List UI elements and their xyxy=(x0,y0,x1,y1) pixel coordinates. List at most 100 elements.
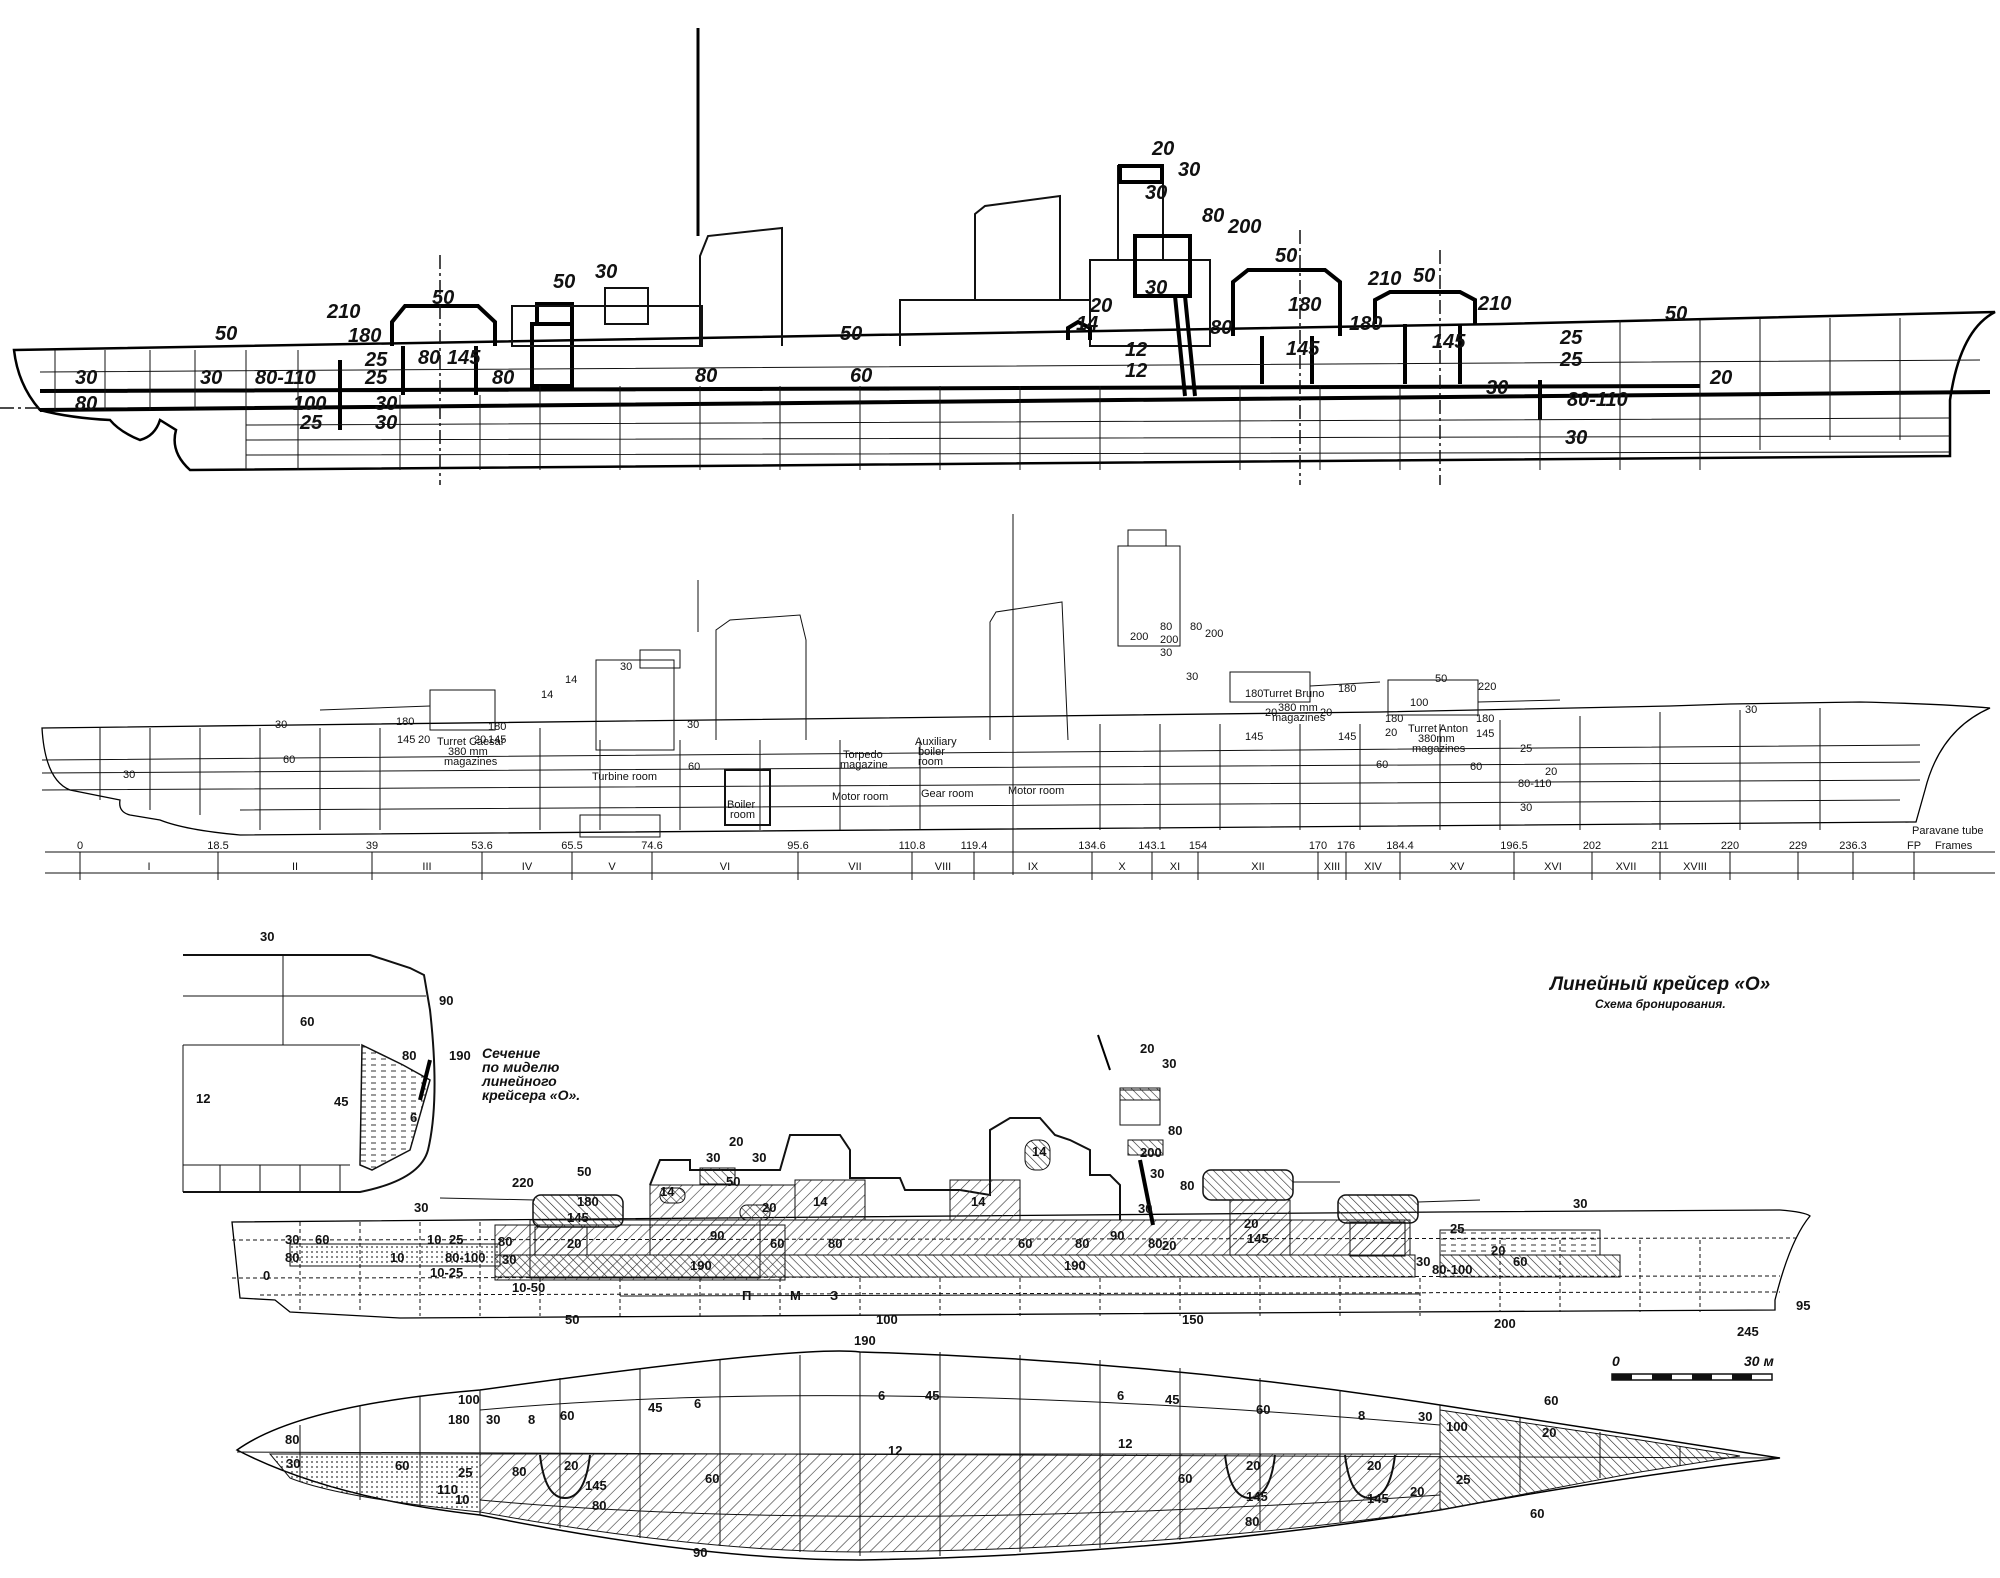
pmz-letter: М xyxy=(790,1288,801,1303)
armor-thickness-label: 20 xyxy=(1244,1216,1258,1231)
armor-thickness-label: 60 xyxy=(1530,1506,1544,1521)
frame-label: 220 xyxy=(1721,840,1739,852)
armor-thickness-label: 50 xyxy=(577,1164,591,1179)
frame-label: 143.1 xyxy=(1138,840,1166,852)
armor-thickness-label: 30 xyxy=(595,261,617,283)
armor-thickness-label: 20 xyxy=(1367,1458,1381,1473)
frame-label: 184.4 xyxy=(1386,840,1414,852)
armor-thickness-label: 190 xyxy=(690,1258,712,1273)
compartment-label: Turret Bruno xyxy=(1263,688,1324,700)
compartment-number: XI xyxy=(1170,861,1180,873)
armor-thickness-label: 145 xyxy=(1476,728,1494,740)
frame-label: 18.5 xyxy=(207,840,228,852)
armor-thickness-label: 80 xyxy=(1210,317,1232,339)
frame-label: 95.6 xyxy=(787,840,808,852)
armor-thickness-label: 80 xyxy=(1168,1123,1182,1138)
section-caption-line: Сечение xyxy=(482,1045,541,1061)
armor-thickness-label: 50 xyxy=(1275,245,1297,267)
armor-thickness-label: 210 xyxy=(1367,268,1401,290)
turret-3-fwd-a xyxy=(1337,1194,1419,1224)
compartment-number: II xyxy=(292,861,298,873)
armor-thickness-label: 30 xyxy=(414,1200,428,1215)
frame-label: 53.6 xyxy=(471,840,492,852)
frame-label: 196.5 xyxy=(1500,840,1528,852)
compartment-label: Paravane tube xyxy=(1912,825,1984,837)
armor-thickness-label: 180 xyxy=(1476,713,1494,725)
armor-thickness-label: 180 xyxy=(1245,688,1263,700)
armor-thickness-label: 30 xyxy=(1565,427,1587,449)
armor-thickness-label: 45 xyxy=(648,1400,662,1415)
armor-thickness-label: 100 xyxy=(876,1312,898,1327)
armor-thickness-label: 30 xyxy=(1145,182,1167,204)
armor-thickness-label: 145 xyxy=(1246,1489,1268,1504)
armor-thickness-label: 14 xyxy=(660,1184,675,1199)
armor-thickness-label: 12 xyxy=(1118,1436,1132,1451)
armor-thickness-label: 80 xyxy=(828,1236,842,1251)
armor-thickness-label: 30 xyxy=(1150,1166,1164,1181)
pmz-letter: З xyxy=(830,1288,838,1303)
frame-label: FP xyxy=(1907,840,1921,852)
armor-thickness-label: 50 xyxy=(1413,265,1435,287)
armor-thickness-label: 25 xyxy=(364,367,388,389)
frame-label: 134.6 xyxy=(1078,840,1106,852)
turret-3-fwd-b xyxy=(1202,1169,1294,1201)
armor-thickness-label: 60 xyxy=(1256,1402,1270,1417)
armor-thickness-label: 220 xyxy=(512,1175,534,1190)
armor-thickness-label: 80 xyxy=(402,1048,416,1063)
armor-thickness-label: 200 xyxy=(1160,634,1178,646)
armor-thickness-label: 30 xyxy=(285,1232,299,1247)
armor-thickness-label: 145 xyxy=(397,734,415,746)
compartment-number: IX xyxy=(1028,861,1039,873)
armor-thickness-label: 20 xyxy=(567,1236,581,1251)
frame-label: 176 xyxy=(1337,840,1355,852)
armor-thickness-label: 145 xyxy=(447,347,481,369)
armor-thickness-label: 60 xyxy=(850,365,872,387)
scale-bar: 0 30 м xyxy=(1611,1353,1774,1381)
armor-thickness-label: 200 xyxy=(1227,216,1261,238)
armor-thickness-label: 145 xyxy=(1245,731,1263,743)
armor-thickness-label: 150 xyxy=(1182,1312,1204,1327)
armor-thickness-label: 90 xyxy=(693,1545,707,1560)
compartment-number: XIII xyxy=(1324,861,1341,873)
frame-label: 211 xyxy=(1651,840,1669,852)
armor-thickness-label: 50 xyxy=(1435,673,1447,685)
armor-thickness-label: 60 xyxy=(1544,1393,1558,1408)
armor-thickness-label: 30 xyxy=(200,367,222,389)
compartment-number: VIII xyxy=(935,861,952,873)
armor-thickness-label: 100 xyxy=(458,1392,480,1407)
compartment-number: XVI xyxy=(1544,861,1562,873)
armor-thickness-label: 30 xyxy=(123,769,135,781)
armor-thickness-label: 20 xyxy=(1410,1484,1424,1499)
armor-thickness-label: 20 xyxy=(418,734,430,746)
armor-thickness-label: 30 xyxy=(687,719,699,731)
armor-thickness-label: 6 xyxy=(1117,1388,1124,1403)
drawing-subtitle: Схема бронирования. xyxy=(1595,997,1726,1011)
armor-thickness-label: 80 xyxy=(1160,621,1172,633)
armor-thickness-label: 220 xyxy=(1478,681,1496,693)
armor-thickness-label: 30 xyxy=(1162,1056,1176,1071)
armor-thickness-label: 14 xyxy=(1032,1144,1047,1159)
hull-outline-2 xyxy=(41,701,1991,836)
drawing-title: Линейный крейсер «О» xyxy=(1548,974,1770,995)
armor-thickness-label: 30 xyxy=(1520,802,1532,814)
armor-thickness-label: 25 xyxy=(449,1232,463,1247)
armor-thickness-label: 180 xyxy=(348,325,381,347)
armor-thickness-label: 190 xyxy=(1064,1258,1086,1273)
armor-thickness-label: 200 xyxy=(1140,1145,1162,1160)
armor-thickness-label: 14 xyxy=(813,1194,828,1209)
armor-thickness-label: 180 xyxy=(1288,294,1321,316)
armor-thickness-label: 60 xyxy=(300,1014,314,1029)
armor-thickness-label: 80 xyxy=(1202,205,1224,227)
frame-label: 236.3 xyxy=(1839,840,1867,852)
armor-thickness-label: 14 xyxy=(541,689,553,701)
armor-thickness-label: 80-100 xyxy=(1432,1262,1472,1277)
compartment-label: magazine xyxy=(840,759,888,771)
armor-thickness-label: 30 xyxy=(1138,1201,1152,1216)
armor-thickness-label: 20 xyxy=(1089,295,1112,317)
armor-thickness-label: 80 xyxy=(492,367,514,389)
